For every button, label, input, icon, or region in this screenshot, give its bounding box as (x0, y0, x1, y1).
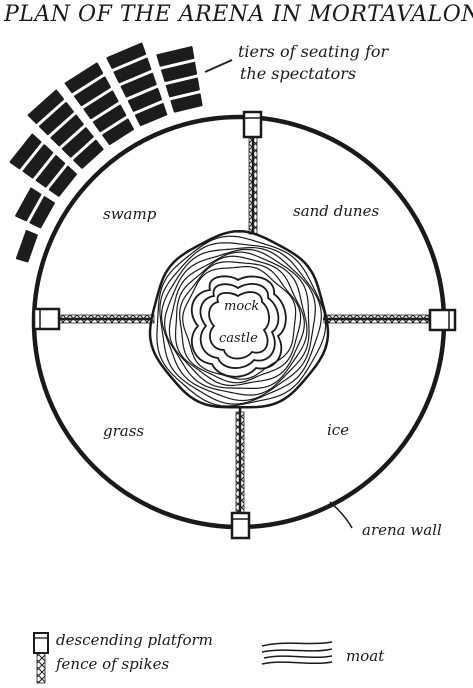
fence-of-spikes-bottom (235, 411, 245, 515)
arena-wall-leader-line (329, 501, 353, 529)
moat-ring (159, 242, 322, 405)
seating-label-line1: tiers of seating for (238, 42, 389, 61)
seating-label-line2: the spectators (240, 64, 357, 83)
seating-block (113, 57, 152, 84)
fence-of-spikes-left (57, 314, 155, 324)
ice-label: ice (327, 421, 350, 439)
sand-dunes-label: sand dunes (293, 202, 380, 220)
platform-top (242, 110, 263, 139)
seating-block (161, 61, 198, 82)
seating-block (50, 114, 84, 147)
seating-tiers (9, 42, 203, 263)
seating-block (35, 155, 66, 188)
seating-block (48, 165, 77, 197)
seating-block (92, 104, 127, 133)
seating-block (83, 90, 119, 120)
seating-block (165, 77, 200, 98)
mock-castle-label-line1: mock (224, 299, 260, 314)
moat-ring (175, 255, 305, 387)
seating-block (170, 93, 203, 113)
fence-of-spikes-right (323, 314, 431, 324)
moat-ring (148, 229, 330, 409)
seating-block (15, 187, 42, 222)
seating-block (120, 72, 157, 98)
moat-ring (179, 261, 302, 384)
fence-of-spikes-top (248, 135, 258, 235)
page-title: PLAN OF THE ARENA IN MORTAVALON (4, 2, 473, 27)
seating-block (22, 144, 54, 179)
seating-leader-line (204, 59, 233, 73)
platform-right (428, 308, 457, 332)
seating-block (73, 139, 104, 169)
legend-platform-icon (33, 632, 49, 654)
seating-block (27, 89, 64, 124)
platform-left (32, 307, 61, 331)
seating-block (39, 102, 74, 136)
seating-block (106, 42, 147, 69)
seating-block (9, 133, 42, 170)
seating-block (29, 196, 55, 229)
platform-bottom (230, 511, 251, 540)
legend-moat-label: moat (346, 647, 385, 665)
legend-fence-label: fence of spikes (56, 655, 170, 673)
moat (148, 229, 330, 409)
seating-block (102, 118, 134, 145)
seating-block (15, 230, 38, 263)
moat-ring (161, 246, 316, 402)
moat-ring (168, 251, 308, 389)
seating-block (74, 76, 111, 107)
seating-block (127, 87, 162, 112)
legend-fence-icon (36, 652, 46, 684)
seating-block (64, 62, 104, 94)
grass-label: grass (103, 422, 145, 440)
seating-block (61, 127, 94, 158)
arena-wall-label: arena wall (362, 521, 442, 539)
swamp-label: swamp (103, 205, 157, 223)
seating-block (156, 46, 195, 67)
seating-block (134, 103, 168, 127)
mock-castle-label-line2: castle (219, 331, 258, 346)
legend-platform-label: descending platform (56, 631, 213, 649)
moat-ring (156, 235, 327, 407)
mock-castle (190, 275, 287, 378)
legend-moat-icon (261, 641, 333, 665)
moat-ring (164, 248, 310, 396)
